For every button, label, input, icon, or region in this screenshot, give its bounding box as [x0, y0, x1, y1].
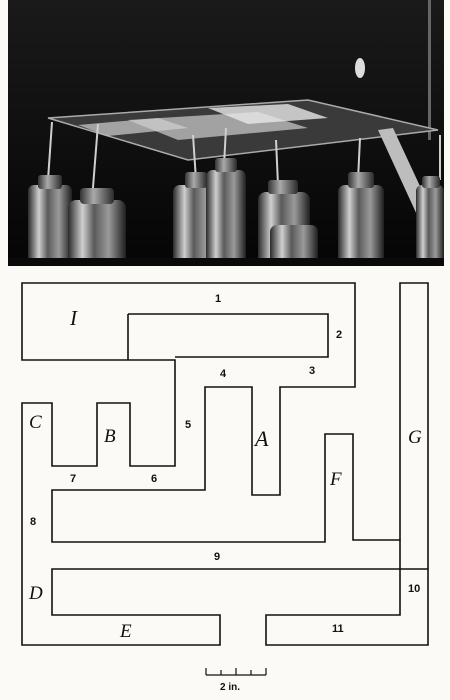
- letter-B: B: [104, 426, 116, 447]
- label-11: 11: [332, 623, 344, 635]
- label-6: 6: [151, 473, 158, 485]
- label-3: 3: [309, 365, 316, 377]
- letter-D: D: [29, 583, 43, 604]
- label-4: 4: [220, 368, 227, 380]
- label-2: 2: [336, 329, 343, 341]
- label-9: 9: [214, 551, 221, 563]
- label-5: 5: [185, 419, 192, 431]
- path-diagram: 1 2 3 4 5 6 7 8 9 10 11 I C B A G F D E …: [0, 270, 450, 700]
- label-10: 10: [408, 583, 421, 595]
- label-8: 8: [30, 516, 37, 528]
- label-1: 1: [215, 293, 222, 305]
- scale-label: 2 in.: [220, 682, 241, 693]
- letter-A: A: [255, 426, 269, 451]
- letter-F: F: [330, 469, 342, 490]
- letter-E: E: [120, 621, 132, 642]
- scale-bar: [205, 668, 267, 676]
- letter-I: I: [70, 306, 77, 330]
- apparatus-photo-image: [8, 0, 444, 266]
- letter-G: G: [408, 427, 422, 448]
- label-7: 7: [70, 473, 77, 485]
- path-outline: [21, 282, 429, 676]
- letter-C: C: [29, 412, 42, 433]
- apparatus-photo: [8, 0, 444, 266]
